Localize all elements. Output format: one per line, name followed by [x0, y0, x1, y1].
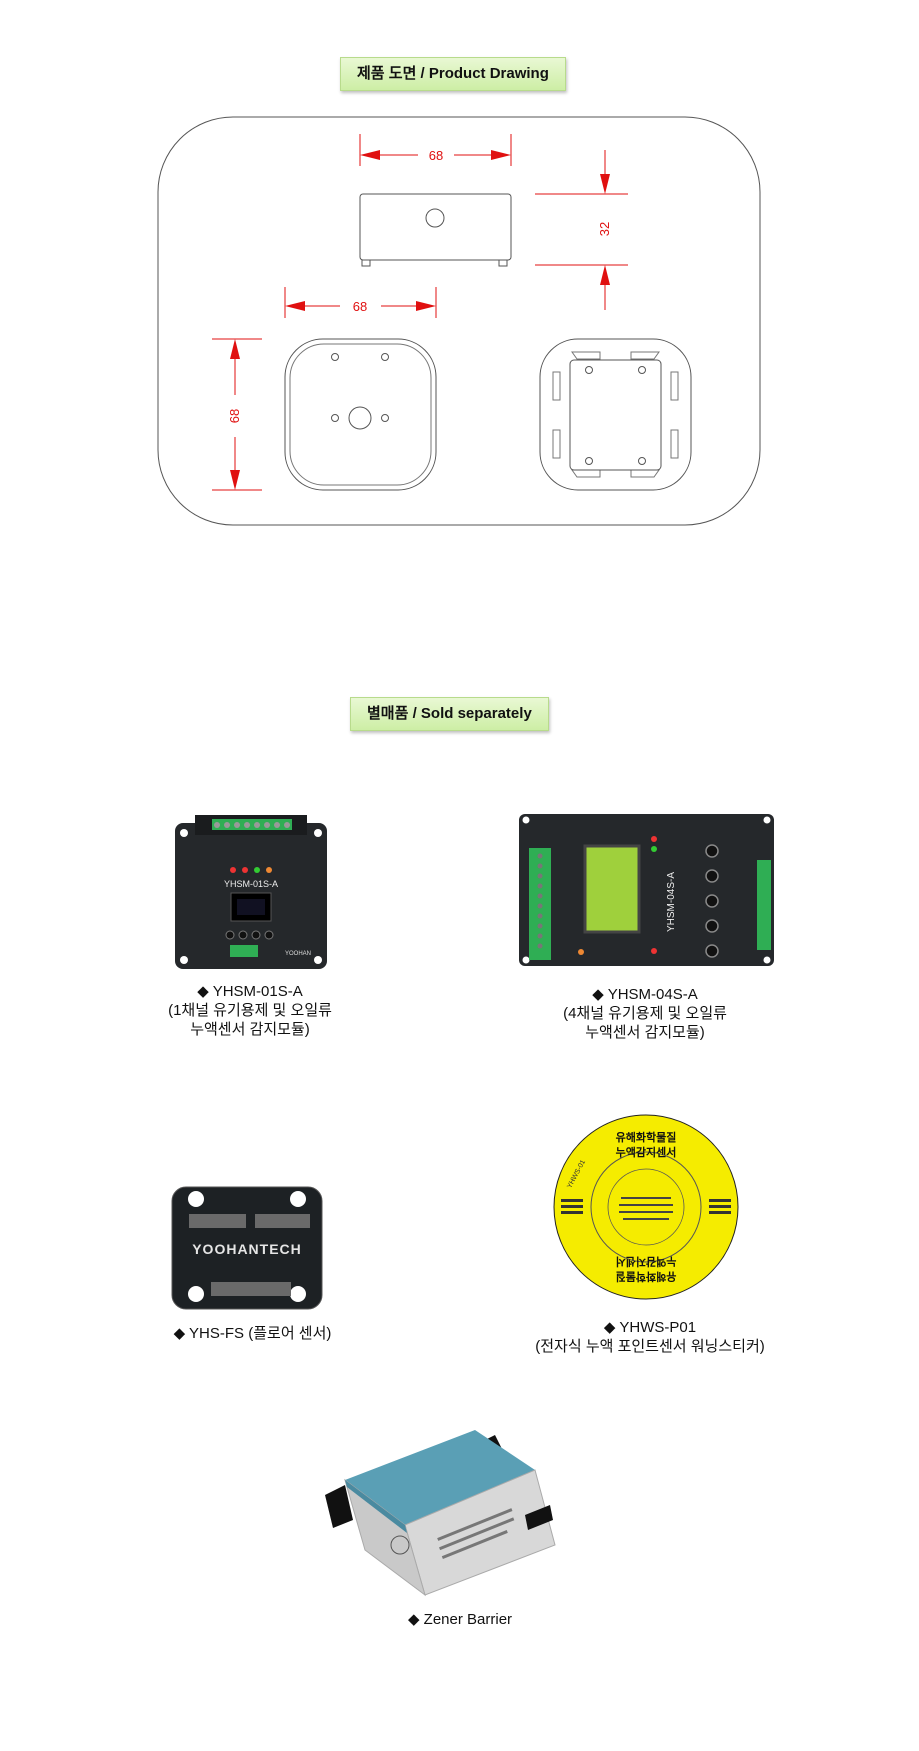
- product-caption-yhsm-04s-a: ◆ YHSM-04S-A (4채널 유기용제 및 오일류 누액센서 감지모듈): [510, 985, 780, 1042]
- side-view-box: [359, 193, 512, 261]
- product-model: YHSM-01S-A: [212, 983, 303, 1000]
- product-image-yhws-p01: 유해화학물질 누액감지센서 유해화학물질 누액감지센서 YHWS-01: [553, 1113, 739, 1306]
- top-view-left: [284, 338, 437, 491]
- bottom-width-label: 68: [353, 299, 367, 314]
- product-caption-yhs-fs: ◆ YHS-FS (플로어 센서): [140, 1324, 365, 1343]
- device-label-yhsm-01s-a: YHSM-01S-A: [224, 879, 278, 889]
- bullet-icon: ◆: [407, 1611, 420, 1628]
- product-description-line: 누액센서 감지모듈): [585, 1024, 705, 1041]
- top-view-right: [539, 338, 692, 491]
- product-caption-yhws-p01: ◆ YHWS-P01 (전자식 누액 포인트센서 워닝스티커): [510, 1318, 790, 1356]
- sticker-title-line: 유해화학물질: [616, 1130, 677, 1144]
- product-description-line: (1채널 유기용제 및 오일류: [168, 1002, 332, 1019]
- top-width-label: 68: [429, 148, 443, 163]
- device-label-yhs-fs: YOOHANTECH: [192, 1241, 302, 1257]
- product-caption-zener-barrier: ◆ Zener Barrier: [340, 1610, 580, 1629]
- product-model: YHS-FS (플로어 센서): [189, 1325, 332, 1342]
- product-image-yhs-fs: YOOHANTECH: [171, 1186, 323, 1316]
- product-model: YHSM-04S-A: [607, 986, 698, 1003]
- bullet-icon: ◆: [603, 1319, 616, 1336]
- product-drawing-title: 제품 도면 / Product Drawing: [340, 57, 566, 91]
- product-model: Zener Barrier: [423, 1611, 513, 1628]
- bottom-height-label: 68: [227, 409, 242, 423]
- product-model: YHWS-P01: [619, 1319, 697, 1336]
- product-image-yhsm-04s-a: YHSM-04S-A: [519, 810, 774, 977]
- product-description-line: (4채널 유기용제 및 오일류: [563, 1005, 727, 1022]
- device-label-yhsm-04s-a: YHSM-04S-A: [666, 872, 677, 932]
- svg-text:YOOHAN: YOOHAN: [285, 951, 311, 957]
- product-caption-yhsm-01s-a: ◆ YHSM-01S-A (1채널 유기용제 및 오일류 누액센서 감지모듈): [130, 982, 370, 1039]
- sold-separately-title: 별매품 / Sold separately: [350, 697, 549, 731]
- bullet-icon: ◆: [173, 1325, 186, 1342]
- bullet-icon: ◆: [592, 986, 604, 1003]
- sticker-title-line: 누액감지센서: [616, 1255, 677, 1269]
- product-image-yhsm-01s-a: YHSM-01S-A YOOHAN: [175, 815, 327, 980]
- product-description-line: (전자식 누액 포인트센서 워닝스티커): [535, 1338, 765, 1355]
- product-drawing: 68 32 68 68: [157, 116, 761, 526]
- product-description-line: 누액센서 감지모듈): [190, 1021, 310, 1038]
- sticker-title-line: 누액감지센서: [616, 1145, 677, 1159]
- sticker-title-line: 유해화학물질: [616, 1270, 677, 1284]
- drawing-outline: [157, 116, 761, 526]
- bullet-icon: ◆: [197, 983, 209, 1000]
- top-height-label: 32: [597, 222, 612, 236]
- product-image-zener-barrier: [325, 1425, 570, 1605]
